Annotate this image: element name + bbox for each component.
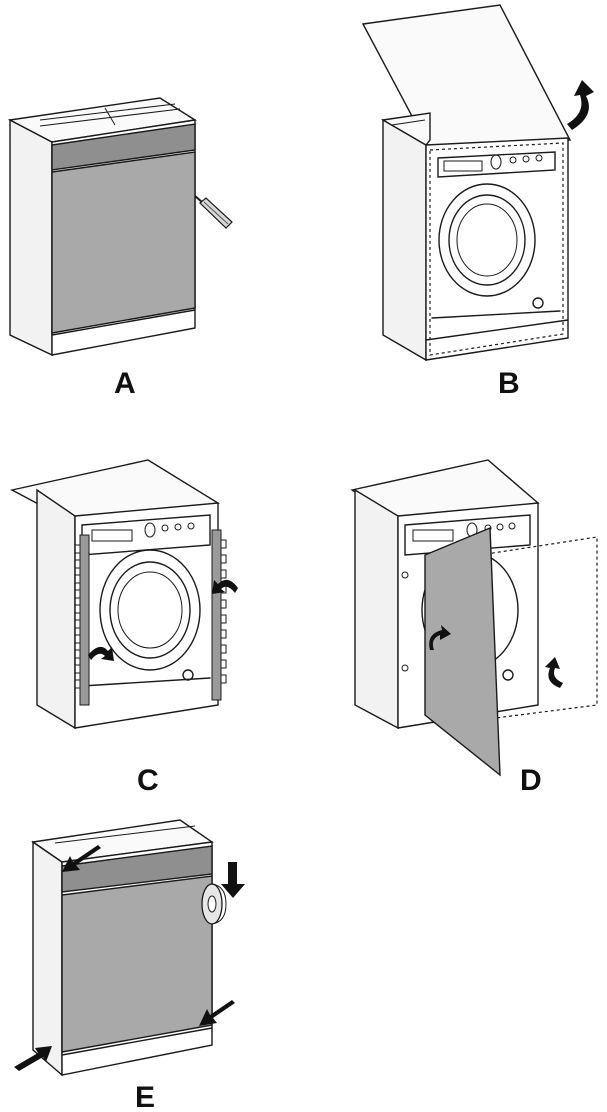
step-a-figure	[7, 97, 233, 357]
curved-arrow-icon	[429, 625, 451, 650]
curved-arrow-icon	[567, 80, 594, 130]
door-panel	[424, 526, 501, 777]
step-e-figure	[14, 819, 245, 1077]
pointer-arrow-icon	[199, 1000, 235, 1026]
step-label-a: A	[114, 367, 136, 400]
hinge-icon	[211, 529, 227, 701]
step-label-d: D	[520, 764, 542, 797]
step-label-c: C	[137, 764, 159, 797]
step-d-figure	[350, 459, 598, 777]
curved-arrow-icon	[545, 657, 563, 688]
tape-roll-icon	[201, 883, 227, 925]
curved-arrow-icon	[212, 579, 238, 594]
step-c-figure	[9, 459, 238, 730]
pointer-arrow-icon	[14, 1046, 52, 1071]
curved-arrow-icon	[88, 646, 114, 661]
pointer-arrow-icon	[221, 862, 245, 898]
screwdriver-icon	[194, 195, 233, 229]
step-label-b: B	[498, 367, 520, 400]
step-label-e: E	[135, 1081, 155, 1112]
lifted-top-panel	[361, 4, 572, 151]
hinge-icon	[74, 534, 90, 706]
pointer-arrow-icon	[62, 845, 101, 872]
step-b-figure	[361, 4, 594, 362]
